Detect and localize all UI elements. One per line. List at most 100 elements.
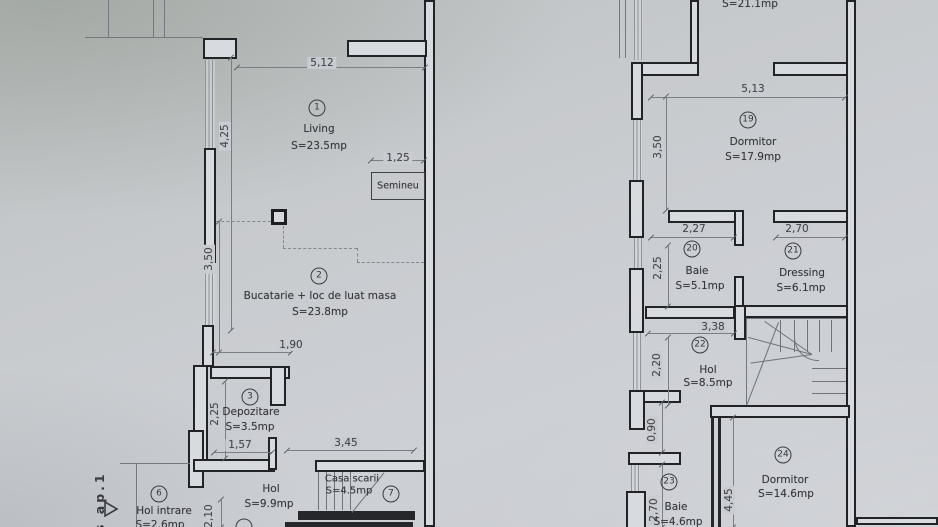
dimension-line — [668, 338, 669, 405]
wall — [645, 306, 735, 319]
room-label-bath1: Baie — [685, 265, 709, 277]
room-number-bedroom2: 24 — [774, 446, 792, 464]
wall — [846, 0, 856, 527]
thin-line — [108, 0, 110, 38]
column — [271, 209, 287, 225]
dim-hall-width: 3,38 — [698, 321, 728, 333]
wall — [690, 0, 699, 64]
partial-room-circle — [235, 518, 253, 527]
dimension-line — [221, 500, 222, 527]
beam-dashed-line — [283, 248, 357, 249]
dim-storage-width: 1,57 — [225, 439, 255, 451]
wall — [270, 366, 286, 406]
room-label-hall2: Hol — [699, 364, 717, 376]
dimension-line — [648, 333, 734, 334]
window-hatch — [634, 0, 643, 60]
stair-tread — [812, 368, 846, 370]
dim-fireplace: 1,25 — [383, 152, 413, 164]
room-area-stair: S=4.5mp — [325, 485, 373, 497]
room-label-bedroom2: Dormitor — [761, 474, 809, 486]
wall — [734, 210, 744, 246]
stair-tread — [812, 381, 846, 383]
room-area-storage: S=3.5mp — [225, 421, 275, 433]
room-label-storage: Depozitare — [222, 406, 280, 418]
wall — [773, 210, 848, 223]
stair-tread — [350, 472, 352, 510]
wall — [668, 210, 741, 223]
stair-arc — [794, 336, 819, 361]
dim-kitchen-door: 1,90 — [276, 339, 306, 351]
wall — [773, 62, 848, 76]
thin-line — [619, 0, 621, 58]
room-area-kitchen: S=23.8mp — [292, 306, 348, 318]
room-area-bedroom2: S=14.6mp — [758, 488, 814, 500]
dimension-line — [651, 97, 845, 98]
dim-hall-height: 2,20 — [651, 350, 663, 380]
wall — [734, 305, 746, 340]
dimension-line — [662, 403, 663, 452]
dimension-line — [213, 352, 291, 353]
room-label-bath2: Baie — [664, 501, 688, 513]
room-area-dressing: S=6.1mp — [776, 282, 826, 294]
dim-bath1-width: 2,27 — [679, 223, 709, 235]
window-hatch — [205, 263, 215, 325]
wall — [285, 522, 413, 527]
wall — [629, 268, 644, 333]
dimension-line — [287, 450, 414, 451]
dim-bedroom2-height: 4,45 — [723, 485, 735, 515]
wall — [734, 305, 848, 318]
room-label-stair: Casa scarii — [324, 473, 380, 485]
beam-dashed-line — [357, 262, 424, 263]
stair-tread — [831, 320, 833, 352]
window-hatch — [633, 120, 642, 180]
beam-dashed-line — [216, 221, 271, 222]
dimension-line — [776, 237, 845, 238]
room-number-bath1: 20 — [683, 240, 701, 258]
room-area-bath1: S=5.1mp — [675, 280, 725, 292]
dimension-line — [662, 465, 663, 527]
thin-line — [153, 0, 155, 38]
room-number-living: 1 — [308, 99, 326, 117]
wall — [856, 517, 938, 525]
room-label-entry: Hol intrare — [136, 505, 192, 517]
room-label-bedroom1: Dormitor — [729, 136, 777, 148]
column — [203, 38, 237, 59]
stair-tread — [334, 472, 336, 510]
window-hatch — [633, 333, 641, 390]
room-number-hall2: 22 — [691, 336, 709, 354]
dim-entry-height: 2,10 — [203, 501, 215, 527]
wall — [631, 62, 643, 120]
stair-tread — [342, 472, 344, 510]
wall — [202, 325, 214, 367]
access-arrow-icon — [104, 500, 119, 518]
stair-tread — [812, 393, 846, 395]
dimension-line — [225, 382, 226, 458]
dim-hall-width: 3,45 — [331, 437, 361, 449]
room-number-bedroom1: 19 — [739, 111, 757, 129]
dimension-line — [651, 237, 734, 238]
window-hatch — [634, 238, 642, 268]
wall — [626, 491, 646, 527]
stair-tread — [780, 320, 782, 352]
wall — [315, 460, 425, 472]
wall — [718, 418, 721, 527]
dim-bath1-height: 2,25 — [652, 253, 664, 283]
stair-tread — [326, 472, 328, 510]
room-number-stair: 7 — [382, 485, 400, 503]
stair-boundary — [746, 318, 846, 320]
wall — [629, 180, 644, 238]
room-number-bath2: 23 — [660, 473, 678, 491]
stair-tread — [318, 472, 320, 510]
room-area-living: S=23.5mp — [291, 140, 347, 152]
beam-dashed-line — [283, 226, 284, 248]
beam-dashed-line — [357, 248, 358, 262]
room-label-living: Living — [303, 123, 335, 135]
room-area-hall: S=9.9mp — [244, 498, 294, 510]
thin-line — [120, 463, 190, 465]
dimension-line — [219, 222, 220, 352]
room-area-bedroom1: S=17.9mp — [725, 151, 781, 163]
fireplace-label: Semineu — [377, 180, 419, 192]
room-number-storage: 3 — [241, 388, 259, 406]
room-area-upper-partial: S=21.1mp — [722, 0, 778, 10]
